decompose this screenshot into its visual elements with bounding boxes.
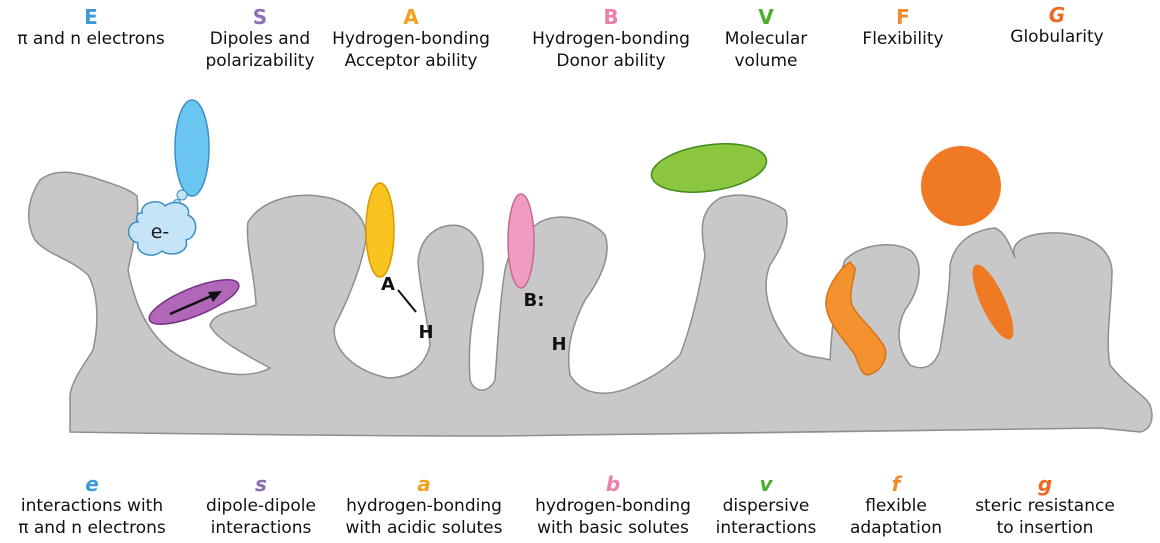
a-acceptor-ellipse (366, 183, 394, 277)
donor-h-label: H (551, 334, 566, 355)
top-letter-b: B (526, 6, 696, 28)
bottom-letter-e: e (7, 473, 177, 495)
bottom-letter-s: s (176, 473, 346, 495)
top-letter-s: S (175, 6, 345, 28)
top-label-g: G Globularity (972, 4, 1142, 48)
top-desc-e: π and n electrons (6, 28, 176, 50)
bottom-letter-b: b (528, 473, 698, 495)
g-globular-circle (921, 146, 1001, 226)
acceptor-label: A (381, 274, 395, 295)
top-letter-g: G (972, 4, 1142, 26)
bottom-letter-a: a (339, 473, 509, 495)
electron-label: e- (151, 221, 170, 243)
top-desc-f: Flexibility (818, 28, 988, 50)
thought-bubble (177, 190, 187, 200)
v-volume-ellipse (648, 137, 769, 199)
donor-label: B: (524, 290, 545, 311)
top-letter-a: A (326, 6, 496, 28)
top-desc-g: Globularity (972, 26, 1142, 48)
top-letter-f: F (818, 6, 988, 28)
bottom-letter-f: f (811, 473, 981, 495)
top-letter-e: E (6, 6, 176, 28)
b-donor-ellipse (508, 194, 534, 288)
e-solute-ellipse (175, 100, 209, 196)
top-label-e: E π and n electrons (6, 6, 176, 50)
acceptor-h-label: H (418, 322, 433, 343)
top-label-f: F Flexibility (818, 6, 988, 50)
hydrogen-bond-line (398, 290, 416, 312)
bottom-letter-g: g (960, 473, 1130, 495)
